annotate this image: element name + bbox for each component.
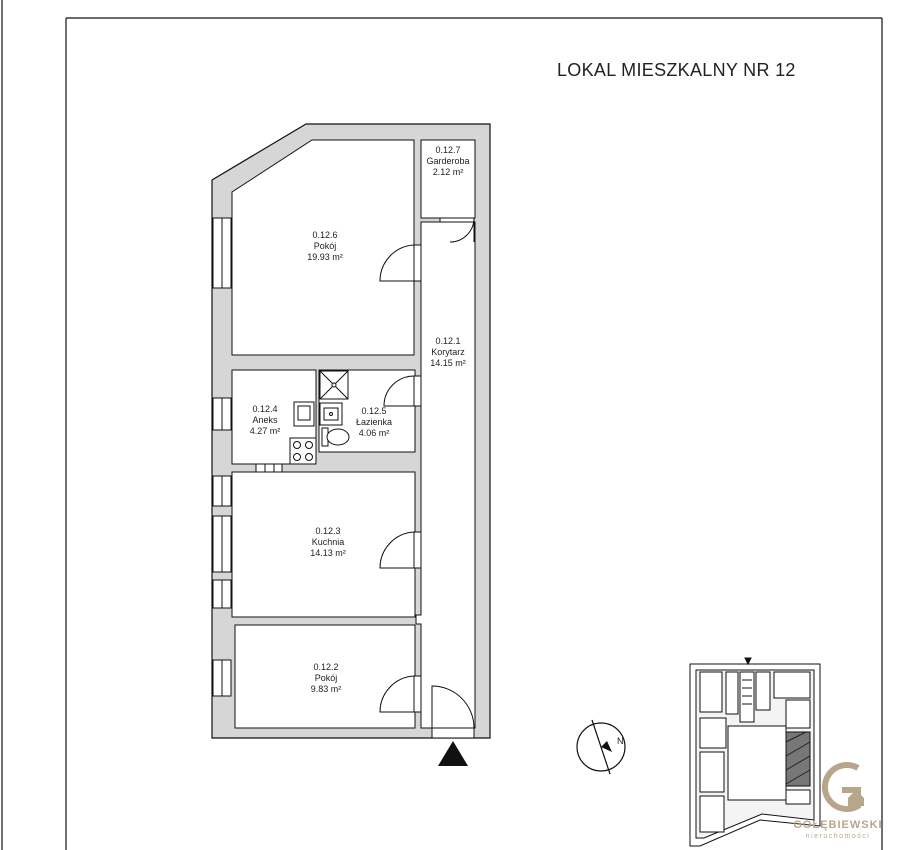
room-label-name: Łazienka — [356, 417, 392, 427]
room-pokoj-0126 — [231, 139, 415, 356]
room-pokoj-0122 — [234, 624, 416, 729]
room-label-area: 4.06 m² — [359, 428, 390, 438]
key-plan — [689, 657, 821, 847]
shower-icon — [319, 370, 349, 400]
compass-label: N — [617, 736, 624, 746]
toilet-icon — [321, 427, 350, 447]
logo-subtitle: nieruchomości — [806, 833, 871, 840]
room-label-area: 19.93 m² — [307, 252, 343, 262]
doors — [255, 217, 475, 739]
page-title: LOKAL MIESZKALNY NR 12 — [557, 60, 796, 80]
sink-icon — [319, 402, 343, 426]
room-label-id: 0.12.2 — [313, 662, 338, 672]
room-label-name: Aneks — [252, 415, 278, 425]
cooktop-icon — [289, 437, 317, 465]
entrance-arrow-icon — [438, 741, 468, 766]
logo-name: GOŁĘBIEWSKI — [793, 819, 882, 831]
kitchen-sink-icon — [293, 401, 315, 427]
room-label-id: 0.12.5 — [361, 406, 386, 416]
room-label-id: 0.12.6 — [312, 230, 337, 240]
fixtures — [289, 370, 350, 465]
room-label-name: Kuchnia — [312, 537, 345, 547]
room-korytarz — [415, 221, 476, 729]
room-kuchnia — [231, 471, 416, 618]
room-label-id: 0.12.7 — [435, 145, 460, 155]
room-label-area: 2.12 m² — [433, 167, 464, 177]
room-label-id: 0.12.3 — [315, 526, 340, 536]
room-label-name: Pokój — [315, 673, 338, 683]
room-label-id: 0.12.1 — [435, 336, 460, 346]
room-label-area: 14.13 m² — [310, 548, 346, 558]
room-label-id: 0.12.4 — [252, 404, 277, 414]
room-label-name: Garderoba — [426, 156, 469, 166]
windows — [212, 217, 232, 697]
room-label-name: Pokój — [314, 241, 337, 251]
room-label-area: 9.83 m² — [311, 684, 342, 694]
room-labels: 0.12.6 Pokój 19.93 m² 0.12.7 Garderoba 2… — [250, 145, 470, 694]
room-garderoba — [420, 139, 476, 219]
compass-icon: N — [576, 719, 626, 775]
room-label-area: 4.27 m² — [250, 426, 281, 436]
room-label-area: 14.15 m² — [430, 358, 466, 368]
room-label-name: Korytarz — [431, 347, 465, 357]
company-logo: GOŁĘBIEWSKI nieruchomości — [793, 762, 882, 840]
